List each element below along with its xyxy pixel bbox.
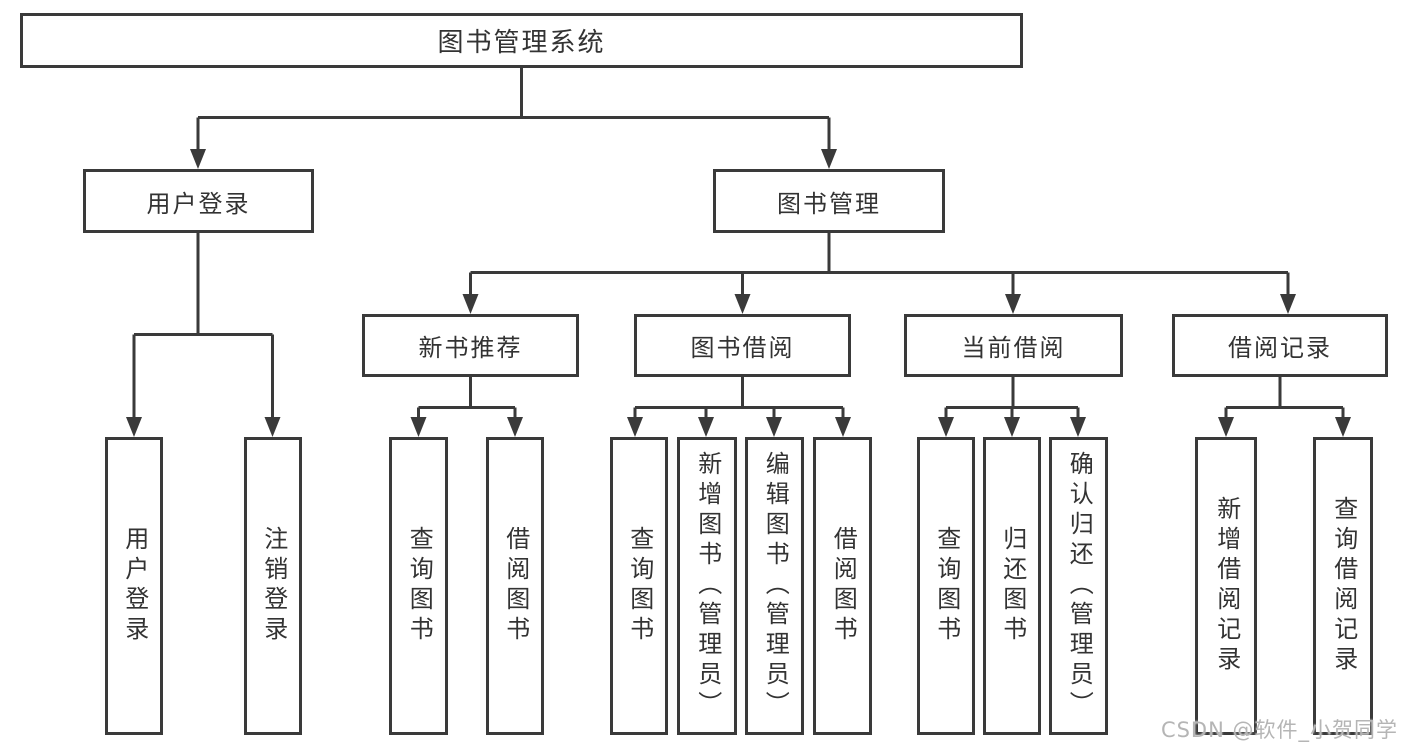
- leaf-recommend-borrow-books: 借阅图书: [486, 437, 544, 735]
- leaf-user-login: 用户登录: [105, 437, 163, 735]
- leaf-recommend-borrow-books-label: 借阅图书: [501, 526, 530, 646]
- leaf-add-borrow-record: 新增借阅记录: [1195, 437, 1257, 735]
- leaf-current-query-books: 查询图书: [917, 437, 975, 735]
- leaf-logout: 注销登录: [244, 437, 302, 735]
- node-borrow-records-label: 借阅记录: [1228, 334, 1332, 362]
- leaf-recommend-query-books: 查询图书: [389, 437, 448, 735]
- leaf-edit-book-admin: 编辑图书（管理员）: [745, 437, 804, 735]
- leaf-edit-book-admin-label: 编辑图书（管理员）: [761, 451, 790, 721]
- leaf-add-book-admin-label: 新增图书（管理员）: [693, 451, 722, 721]
- leaf-borrow-query-books-label: 查询图书: [625, 526, 654, 646]
- node-book-management: 图书管理: [713, 169, 945, 233]
- node-new-book-recommend-label: 新书推荐: [418, 334, 523, 362]
- leaf-return-book: 归还图书: [983, 437, 1041, 735]
- leaf-confirm-return-admin-label: 确认归还（管理员）: [1065, 451, 1094, 721]
- leaf-recommend-query-books-label: 查询图书: [405, 526, 434, 646]
- node-current-borrow: 当前借阅: [904, 314, 1123, 377]
- node-root-label: 图书管理系统: [437, 28, 606, 58]
- node-user-login: 用户登录: [83, 169, 314, 233]
- leaf-add-book-admin: 新增图书（管理员）: [677, 437, 737, 735]
- node-borrow-records: 借阅记录: [1172, 314, 1388, 377]
- leaf-query-borrow-record: 查询借阅记录: [1313, 437, 1373, 735]
- node-user-login-label: 用户登录: [146, 189, 251, 218]
- leaf-return-book-label: 归还图书: [998, 526, 1027, 646]
- leaf-borrow-book: 借阅图书: [813, 437, 872, 735]
- node-current-borrow-label: 当前借阅: [961, 334, 1066, 362]
- leaf-query-borrow-record-label: 查询借阅记录: [1329, 496, 1358, 676]
- leaf-borrow-book-label: 借阅图书: [829, 526, 858, 646]
- leaf-current-query-books-label: 查询图书: [932, 526, 961, 646]
- node-root: 图书管理系统: [20, 13, 1023, 68]
- node-new-book-recommend: 新书推荐: [362, 314, 579, 377]
- leaf-logout-label: 注销登录: [259, 526, 288, 646]
- leaf-add-borrow-record-label: 新增借阅记录: [1212, 496, 1241, 676]
- node-book-management-label: 图书管理: [777, 189, 881, 218]
- node-book-borrow: 图书借阅: [634, 314, 851, 377]
- leaf-confirm-return-admin: 确认归还（管理员）: [1049, 437, 1108, 735]
- leaf-user-login-label: 用户登录: [120, 526, 149, 646]
- node-book-borrow-label: 图书借阅: [690, 334, 795, 362]
- watermark: CSDN @软件_小贺同学: [1160, 718, 1398, 742]
- leaf-borrow-query-books: 查询图书: [610, 437, 668, 735]
